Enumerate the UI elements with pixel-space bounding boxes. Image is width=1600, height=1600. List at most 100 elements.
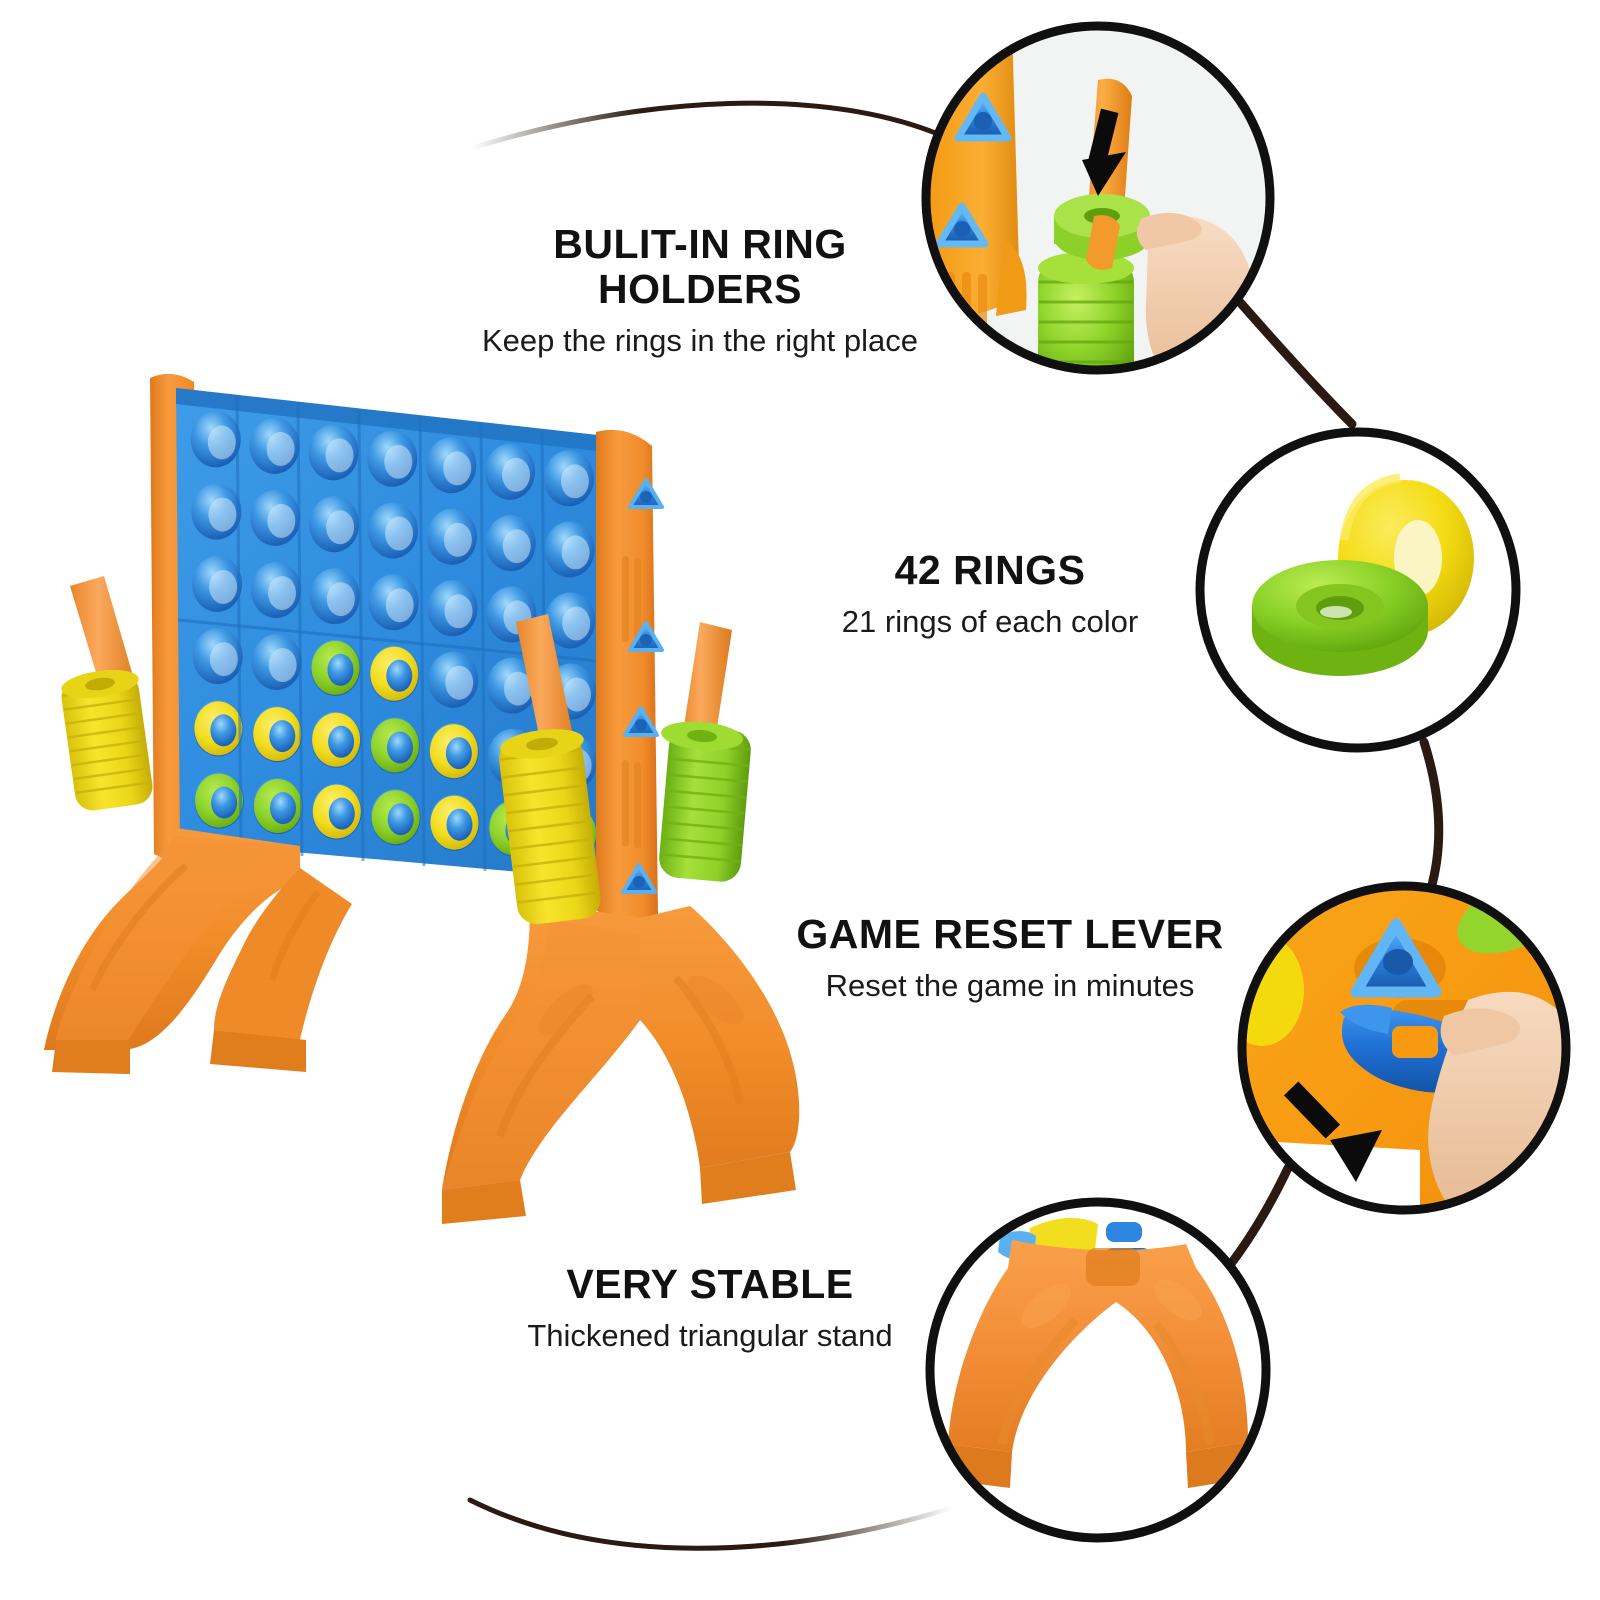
board-ring-yellow: [312, 712, 361, 767]
board-ring-hole: [386, 659, 413, 692]
board-slot: [249, 417, 300, 474]
board-slot: [309, 496, 360, 553]
lever-knobs: [621, 478, 664, 894]
board-slot-highlight: [325, 438, 354, 473]
board-slot: [486, 586, 537, 643]
connector-c1-c2: [1233, 295, 1357, 429]
callout-built-in-ring-holders: BULIT-IN RING HOLDERS Keep the rings in …: [360, 221, 1040, 361]
board-slot-highlight: [385, 588, 414, 623]
board-slot-highlight: [208, 497, 237, 532]
board-ring-hole: [445, 737, 472, 770]
board-ring-green: [489, 801, 538, 856]
callout-42-rings: 42 RINGS 21 rings of each color: [700, 547, 1280, 642]
board-slot: [251, 562, 301, 618]
stand-leg-left: [44, 828, 352, 1074]
hand-c1: [1136, 212, 1257, 370]
board-slot-highlight: [503, 600, 532, 635]
connector-bottom-left: [467, 1497, 955, 1551]
board-slot: [194, 772, 245, 829]
board-slot-highlight: [207, 425, 236, 460]
connector-c3-c4: [1163, 1163, 1293, 1335]
board-slot: [190, 411, 241, 468]
board-slot-highlight: [502, 529, 531, 564]
board-slot-highlight: [384, 444, 413, 479]
board-slot-highlight: [560, 464, 589, 499]
board-slot-highlight: [209, 642, 238, 677]
board-slot: [367, 430, 418, 487]
board-slot: [428, 723, 479, 780]
board-slot: [311, 783, 362, 840]
board-ring-green: [195, 773, 244, 828]
callout-subtitle: Keep the rings in the right place: [482, 323, 918, 359]
board-slot: [310, 639, 361, 696]
board-ring-yellow: [312, 784, 361, 839]
callout-title: GAME RESET LEVER: [796, 911, 1224, 957]
board-slot: [370, 717, 420, 774]
board-ring-hole: [211, 786, 238, 819]
connector-top-left: [469, 100, 955, 151]
board-slot: [370, 789, 421, 846]
board-slot-highlight: [561, 535, 590, 570]
board-ring-green: [371, 790, 420, 845]
board-ring-hole: [210, 714, 237, 747]
yellow-ring-upright: [1338, 473, 1474, 636]
connector-c2-c3: [1395, 737, 1444, 957]
board-slot-highlight: [443, 451, 472, 486]
lever-knob-icon: [1350, 918, 1442, 998]
board-ring-hole: [270, 792, 296, 825]
board-ring-hole: [564, 819, 591, 852]
board-slot: [427, 580, 478, 637]
callout-subtitle: 21 rings of each color: [841, 604, 1139, 640]
board-slot: [369, 645, 420, 702]
callout-title: BULIT-IN RING HOLDERS: [553, 221, 847, 313]
board-slot-highlight: [266, 431, 295, 466]
game-board: [176, 388, 612, 880]
callout-title: VERY STABLE: [566, 1261, 854, 1307]
board-slot-highlight: [504, 671, 532, 706]
board-slot: [546, 734, 597, 791]
board-slot: [547, 805, 598, 862]
board-slot-highlight: [326, 582, 355, 617]
board-slot-highlight: [504, 742, 533, 777]
diagonal-arrow-icon: [1283, 1081, 1382, 1182]
board-ring-green: [371, 718, 419, 773]
board-slot-highlight: [326, 510, 355, 545]
board-ring-hole: [269, 720, 296, 753]
board-slot-highlight: [267, 503, 296, 538]
green-ring-in-hand: [1054, 194, 1150, 260]
board-slot: [308, 424, 359, 481]
board-slot-highlight: [268, 576, 296, 610]
board-ring-hole: [387, 803, 414, 836]
board-slot-highlight: [445, 665, 474, 700]
board-ring-hole: [505, 814, 532, 847]
frame-rail-left: [150, 373, 204, 861]
board-slot-highlight: [562, 606, 591, 641]
yellow-ring-stack-right: [499, 729, 601, 925]
board-slot: [368, 574, 419, 631]
board-ring-hole: [387, 731, 413, 764]
ring-holder-right-inner: [499, 614, 601, 925]
down-arrow-icon: [1082, 108, 1126, 196]
board-ring-yellow: [370, 646, 419, 701]
board-slot: [251, 634, 302, 690]
board-ring-yellow: [194, 701, 243, 756]
board-slot: [487, 728, 538, 785]
callout-game-reset-lever: GAME RESET LEVER Reset the game in minut…: [700, 911, 1320, 1006]
board-slot: [545, 663, 596, 720]
board-slot: [426, 437, 477, 494]
callout-subtitle: Reset the game in minutes: [825, 968, 1195, 1004]
board-slot: [426, 508, 477, 565]
board-slot: [191, 483, 242, 540]
reset-lever-handle: [1340, 1004, 1490, 1093]
board-slot: [545, 592, 596, 649]
board-slot: [252, 706, 303, 763]
ring-holder-right-outer: [659, 622, 751, 882]
board-slot-highlight: [562, 677, 591, 712]
callout-very-stable: VERY STABLE Thickened triangular stand: [420, 1261, 1000, 1356]
board-slot-highlight: [563, 748, 592, 783]
board-slot: [253, 778, 303, 835]
callout-title: 42 RINGS: [894, 547, 1086, 593]
board-slot: [487, 657, 537, 714]
board-slot: [311, 711, 362, 768]
board-slot-highlight: [443, 522, 472, 557]
